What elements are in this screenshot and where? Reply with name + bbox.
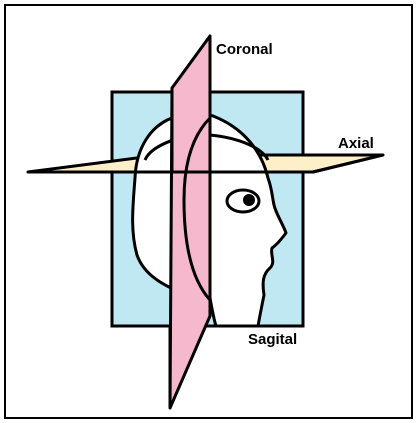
sagital-label: Sagital [248, 331, 297, 348]
axial-label: Axial [338, 135, 374, 152]
coronal-label: Coronal [216, 41, 273, 58]
eye-pupil [243, 194, 255, 206]
